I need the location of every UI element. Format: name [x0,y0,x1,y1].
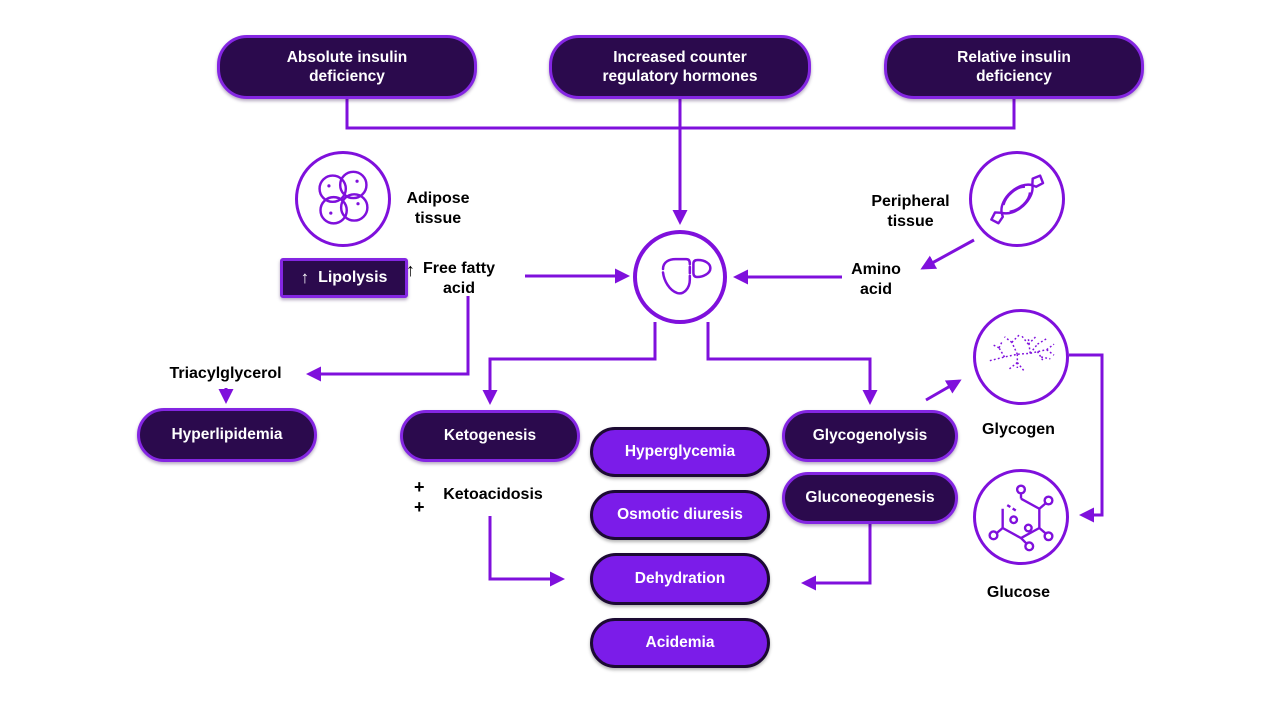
box-absolute-insulin-deficiency: Absolute insulin deficiency [217,35,477,99]
liver-circle [633,230,727,324]
lipolysis-label: Lipolysis [318,269,388,286]
muscle-icon [990,174,1045,225]
box-ketogenesis: Ketogenesis [400,410,580,462]
free-fatty-acid-group: ↑ Free fatty acid [406,259,503,299]
box-hyperglycemia: Hyperglycemia [590,427,770,477]
adipose-tissue-circle [295,151,391,247]
box-acidemia: Acidemia [590,618,770,668]
plus-plus-marker: + + [414,477,425,517]
box-relative-insulin-deficiency: Relative insulin deficiency [884,35,1144,99]
peripheral-tissue-circle [969,151,1065,247]
glycogen-label: Glycogen [982,421,1055,438]
adipose-cells-icon [318,170,369,225]
box-glycogenolysis: Glycogenolysis [782,410,958,462]
plus-sign: + [414,497,425,517]
box-increased-counter-regulatory-hormones: Increased counter regulatory hormones [549,35,811,99]
glycogen-circle [973,309,1069,405]
box-hyperlipidemia: Hyperlipidemia [137,408,317,462]
plus-sign: + [414,477,425,497]
peripheral-tissue-label: Peripheral tissue [871,193,950,230]
ketoacidosis-label: Ketoacidosis [443,486,543,503]
box-gluconeogenesis: Gluconeogenesis [782,472,958,524]
glycogen-branch-icon [989,334,1055,373]
amino-acid-label: Amino acid [851,261,901,298]
adipose-tissue-label: Adipose tissue [406,190,470,227]
box-dehydration: Dehydration [590,553,770,605]
up-arrow-icon: ↑ [300,268,310,288]
glucose-circle [973,469,1069,565]
glucose-label: Glucose [986,584,1051,601]
lipolysis-box: ↑ Lipolysis [280,258,408,298]
free-fatty-acid-label: Free fatty acid [422,260,496,297]
triacylglycerol-label: Triacylglycerol [169,365,282,382]
box-osmotic-diuresis: Osmotic diuresis [590,490,770,540]
up-arrow-icon: ↑ [406,260,415,280]
liver-icon [661,257,712,295]
glucose-molecule-icon [988,484,1054,552]
